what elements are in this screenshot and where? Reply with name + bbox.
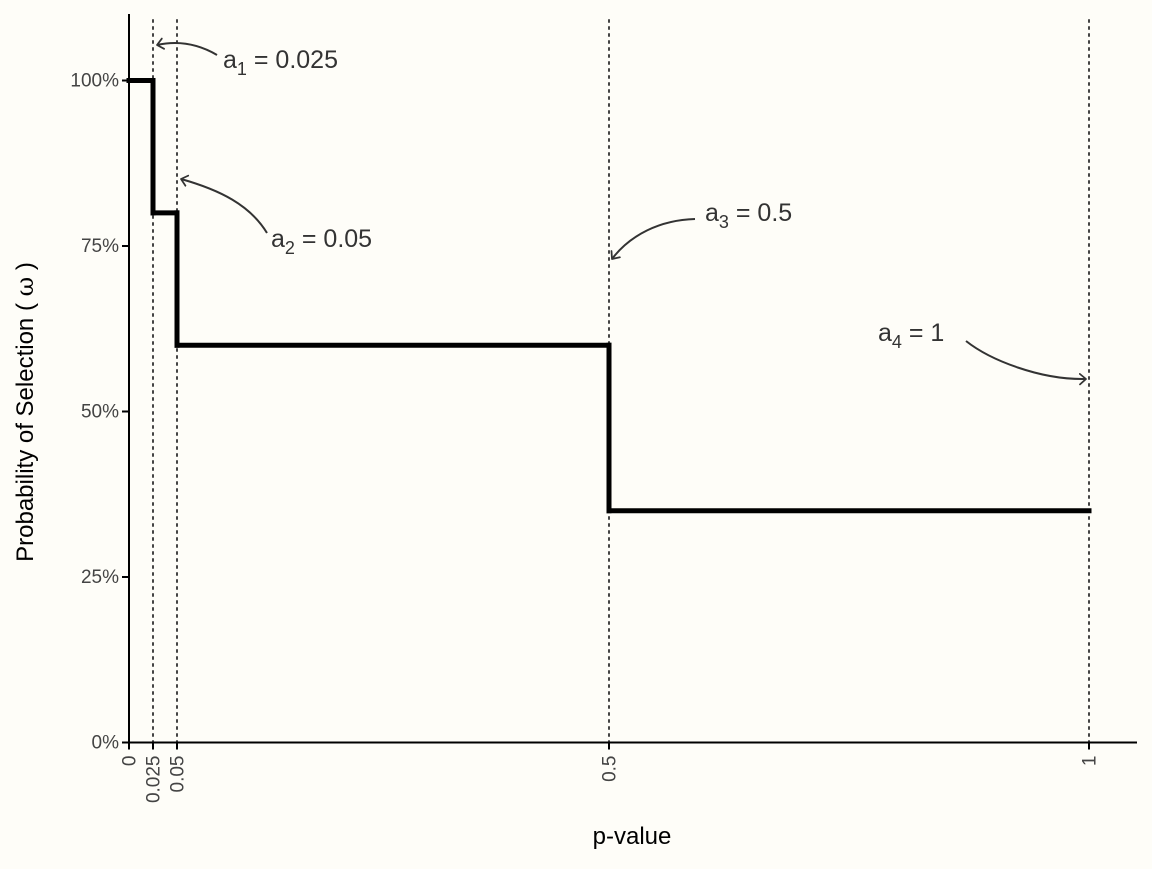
x-tick-label: 0.025 (144, 756, 165, 804)
annotations-layer: a1 = 0.025 a2 = 0.05 a3 = 0.5 a4 = 1 (156, 37, 1087, 386)
annotation-arrow (610, 218, 696, 260)
cutpoint-annotation-label: a4 = 1 (878, 319, 944, 352)
x-tick-label: 0 (120, 756, 141, 767)
x-tick-label: 0.05 (168, 756, 189, 793)
y-tick-label: 100% (70, 71, 119, 92)
series-layer (126, 78, 1092, 514)
annotation-arrow (156, 37, 218, 56)
y-tick-label: 50% (81, 402, 119, 423)
cutpoint-annotation-label: a1 = 0.025 (223, 46, 338, 79)
y-axis-title: Probability of Selection ( ω ) (11, 262, 39, 562)
omega-symbol: ω (11, 277, 39, 297)
cutpoint-annotation-label: a2 = 0.05 (271, 225, 372, 258)
x-tick-label: 0.5 (600, 756, 621, 782)
y-axis-title-close: ) (12, 262, 39, 277)
y-tick-label: 0% (92, 733, 120, 754)
cutpoint-lines-layer (152, 19, 1090, 744)
y-tick-label: 75% (81, 236, 119, 257)
cutpoint-annotation-label: a3 = 0.5 (705, 199, 792, 232)
y-axis-title-text: Probability of Selection ( (12, 296, 39, 561)
annotation-arrow (180, 174, 268, 234)
y-tick-label: 25% (81, 567, 119, 588)
annotation-arrow (965, 340, 1087, 386)
x-axis-title: p-value (593, 823, 672, 850)
x-tick-label: 1 (1080, 756, 1101, 767)
